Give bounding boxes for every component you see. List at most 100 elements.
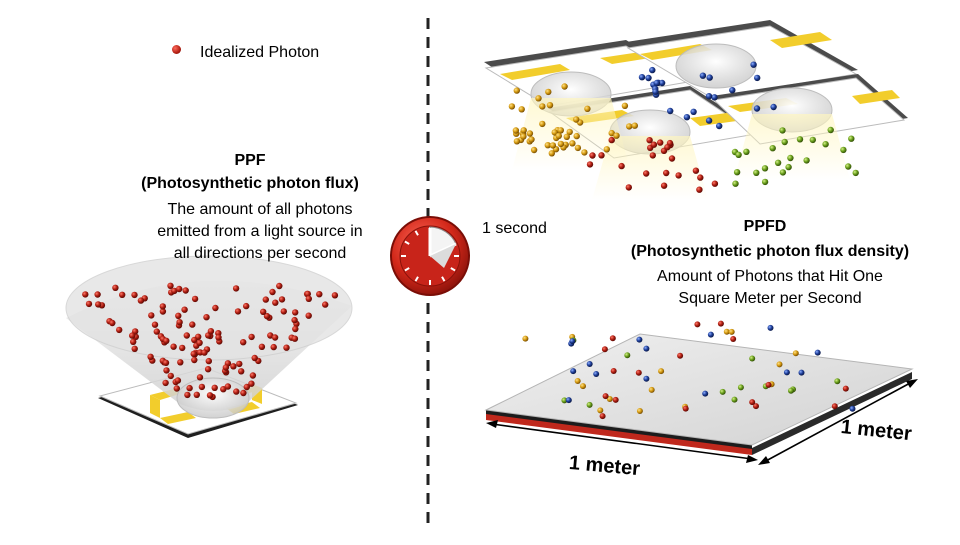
photon-dot [322,301,329,308]
photon-dot [831,403,838,410]
photon-legend-swatch [172,45,181,54]
photon-dot [251,354,258,362]
photon-dot [263,312,271,320]
photon-dot [243,302,250,310]
photon-dot [705,117,713,124]
photon-dot [191,295,199,303]
photon-dot [181,306,188,313]
photon-dot [652,88,659,95]
photon-dot [574,378,581,384]
photon-dot [827,126,834,134]
photon-dot [569,338,576,345]
photon-dot [177,359,184,366]
photon-dot [643,375,650,382]
photon-dot [658,368,665,375]
photon-dot [171,287,178,295]
photon-dot [196,339,203,346]
photon-dot [643,345,650,352]
photon-dot [176,285,183,293]
photon-dot [608,136,615,144]
photon-dot [249,372,257,379]
photon-dot [737,384,744,391]
photon-dot [283,344,290,351]
photon-dot [625,184,632,191]
photon-dot [304,290,311,298]
ppf-description: The amount of all photons emitted from a… [157,201,363,262]
photon-dot [305,295,312,302]
photon-dot [624,352,631,359]
photon-dot [584,105,591,113]
photon-dot [148,312,155,319]
ppf-subtitle: (Photosynthetic photon flux) [141,175,359,192]
photon-dot [116,326,123,334]
photon-dot [702,390,709,397]
photon-dot [196,374,204,381]
photon-dot [728,328,735,335]
width-dimension-arrow [486,420,758,463]
photon-dot [233,388,240,395]
photon-dot [845,163,852,170]
photon-dot [109,319,116,327]
photon-dot [697,174,704,181]
photon-dot [278,296,286,303]
photon-dot [767,324,774,331]
photon-dot [696,186,703,193]
photon-dot [545,88,552,96]
photon-dot [774,159,782,166]
photon-dot [621,102,629,110]
photon-dot [649,152,656,159]
photon-dot [535,95,542,102]
light-cone [65,255,353,419]
photon-dot [183,332,190,339]
photon-dot [750,61,757,68]
photon-dot [569,140,576,147]
photon-dot [602,393,609,400]
photon-dot [711,180,719,187]
clock-tick [404,240,410,245]
photon-legend-label: Idealized Photon [200,44,320,61]
photon-dot [224,383,232,390]
photon-dot [167,282,174,289]
photon-dot [636,336,643,343]
photon-dot [635,369,642,376]
photon-dot [191,356,198,364]
photon-dot [176,319,183,326]
photon-dot [530,146,538,154]
photon-dot [645,74,652,82]
photon-dot [206,392,214,399]
photon-dot [222,364,230,371]
photon-dot [513,138,521,145]
photon-dot [663,169,670,177]
photon-dot [761,178,769,186]
photon-dot [608,129,615,137]
photon-dot [664,144,671,151]
photon-dot [131,291,138,299]
clock-tick [450,267,456,272]
photon-dot [649,66,656,74]
photon-dot [677,352,684,359]
photon-dot [682,405,689,412]
clock-tick [414,276,419,282]
photon-dot [292,325,299,333]
photon-dot [215,334,222,341]
photon-dot [232,285,240,292]
photon-dot [609,335,616,342]
photon-dot [842,385,849,392]
photon-dot [796,136,804,143]
photon-dot [707,331,714,338]
photon-dot [119,291,126,298]
photon-dot [95,301,102,308]
photon-dot [271,334,279,341]
photon-dot [779,127,786,134]
ppf-photon-cloud [82,282,339,401]
photon-dot [657,139,664,146]
photon-dot [230,363,237,370]
photon-dot [513,87,520,94]
photon-dot [175,312,182,319]
photon-dot [783,369,790,376]
photon-dot [565,397,572,404]
photon-dot [528,136,535,143]
photon-dot [573,132,580,140]
clock-tick [414,230,419,236]
photon-dot [606,396,613,402]
